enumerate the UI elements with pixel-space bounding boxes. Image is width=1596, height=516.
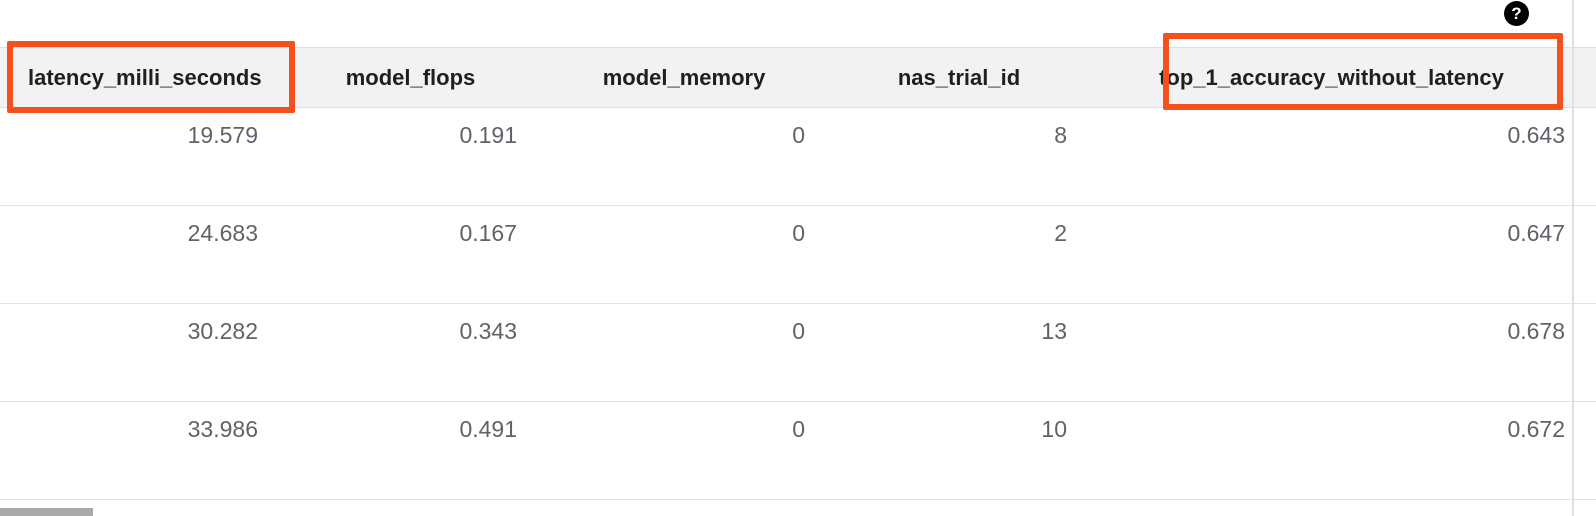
help-icon[interactable]: ? <box>1504 1 1529 26</box>
column-header-latency_milli_seconds: latency_milli_seconds <box>0 47 281 108</box>
cell-partial <box>1573 205 1596 304</box>
cell-nas_trial_id: 2 <box>828 205 1090 304</box>
cell-top_1_accuracy_without_latency: 0.678 <box>1090 303 1573 402</box>
cell-partial <box>1573 303 1596 402</box>
column-header-nas_trial_id: nas_trial_id <box>828 47 1090 108</box>
column-header-partial <box>1573 47 1596 108</box>
column-header-model_flops: model_flops <box>281 47 540 108</box>
cell-model_flops: 0.167 <box>281 205 540 304</box>
cell-nas_trial_id: 10 <box>828 401 1090 500</box>
cell-model_memory: 0 <box>540 401 828 500</box>
cell-latency_milli_seconds: 33.986 <box>0 401 281 500</box>
column-header-top_1_accuracy_without_latency: top_1_accuracy_without_latency <box>1090 47 1573 108</box>
cell-partial <box>1573 107 1596 206</box>
cell-model_flops: 0.491 <box>281 401 540 500</box>
cell-nas_trial_id: 13 <box>828 303 1090 402</box>
cell-latency_milli_seconds: 24.683 <box>0 205 281 304</box>
cell-latency_milli_seconds: 30.282 <box>0 303 281 402</box>
cell-top_1_accuracy_without_latency: 0.643 <box>1090 107 1573 206</box>
cell-model_memory: 0 <box>540 303 828 402</box>
cell-model_flops: 0.343 <box>281 303 540 402</box>
cell-model_memory: 0 <box>540 107 828 206</box>
cell-model_flops: 0.191 <box>281 107 540 206</box>
cell-partial <box>1573 401 1596 500</box>
horizontal-scrollbar-thumb[interactable] <box>0 508 93 516</box>
column-header-model_memory: model_memory <box>540 47 828 108</box>
cell-model_memory: 0 <box>540 205 828 304</box>
cell-top_1_accuracy_without_latency: 0.647 <box>1090 205 1573 304</box>
cell-top_1_accuracy_without_latency: 0.672 <box>1090 401 1573 500</box>
cell-nas_trial_id: 8 <box>828 107 1090 206</box>
cell-latency_milli_seconds: 19.579 <box>0 107 281 206</box>
panel-divider <box>1572 0 1574 516</box>
